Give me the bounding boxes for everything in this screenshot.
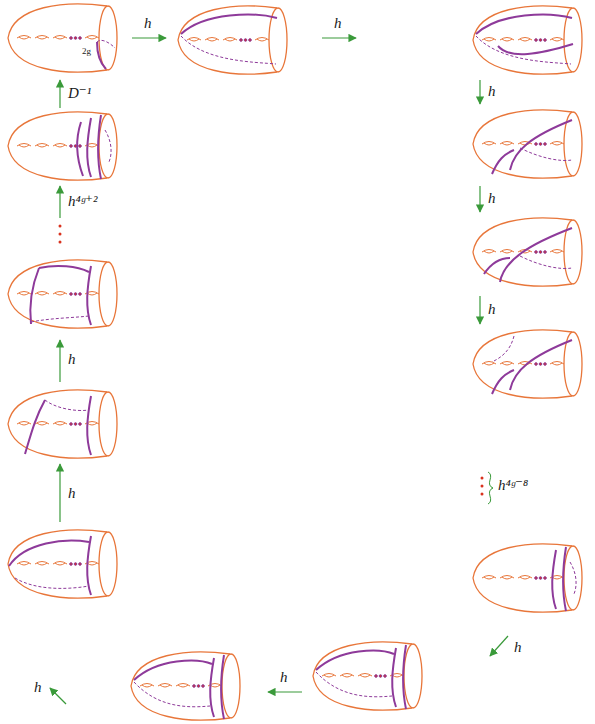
map-label: h xyxy=(34,680,42,695)
map-label: h xyxy=(280,670,288,685)
map-label: h xyxy=(488,84,496,99)
map-label: h xyxy=(488,191,496,206)
map-label: h xyxy=(488,302,496,317)
map-label: h xyxy=(144,16,152,31)
map-label: h xyxy=(68,352,76,367)
map-label: h xyxy=(514,640,522,655)
map-label: h⁴ᵍ⁻⁸ xyxy=(498,478,528,493)
map-label: h xyxy=(68,486,76,501)
map-label: h⁴ᵍ⁺² xyxy=(68,194,97,209)
map-label: h xyxy=(334,16,342,31)
map-label: D⁻¹ xyxy=(68,86,91,101)
handle-index: 2g xyxy=(82,47,91,56)
